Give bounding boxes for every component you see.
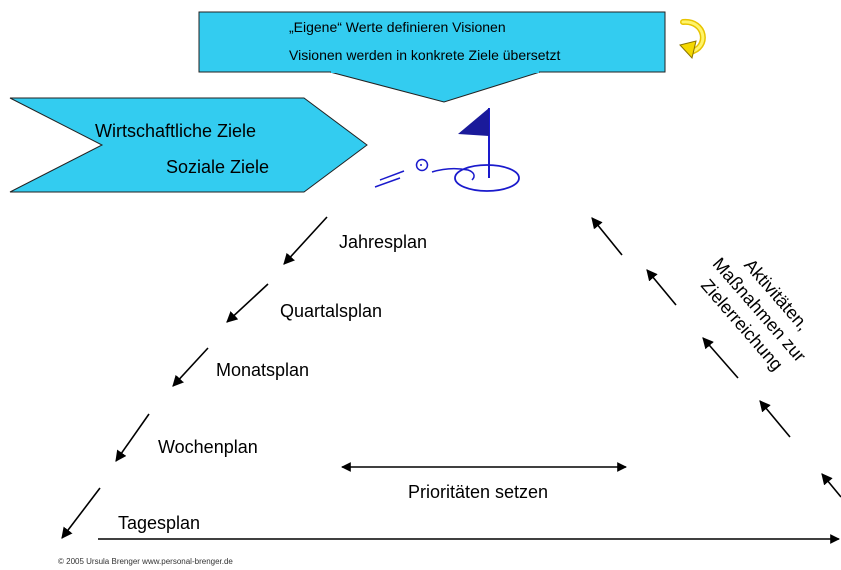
left-descending-arrows [61,216,328,539]
right-ascending-arrows [591,217,841,498]
yellow-turn-arrow-icon [679,18,706,60]
left-banner-line1: Wirtschaftliche Ziele [95,121,257,141]
golf-flag-hole-icon [374,108,520,192]
down-arrow [283,216,328,265]
up-arrow [646,269,677,306]
plan-quartalsplan: Quartalsplan [280,301,383,321]
top-banner [198,11,666,103]
plan-tagesplan: Tagesplan [118,513,201,533]
up-arrow [759,400,791,438]
priorities-label: Prioritäten setzen [408,482,549,502]
down-arrow [115,413,150,462]
up-arrow [821,473,841,498]
top-banner-line1: „Eigene“ Werte definieren Visionen [289,19,506,35]
top-banner-line2: Visionen werden in konkrete Ziele überse… [289,47,561,63]
down-arrow [226,283,269,323]
plan-jahresplan: Jahresplan [339,232,428,252]
up-arrow [591,217,623,256]
copyright-footer: © 2005 Ursula Brenger www.personal-breng… [58,557,233,566]
down-arrow [61,487,101,539]
plan-monatsplan: Monatsplan [216,360,310,380]
down-arrow [172,347,209,387]
plan-wochenplan: Wochenplan [158,437,258,457]
left-banner-line2: Soziale Ziele [166,157,270,177]
up-arrow [702,337,739,379]
left-banner [9,97,368,193]
